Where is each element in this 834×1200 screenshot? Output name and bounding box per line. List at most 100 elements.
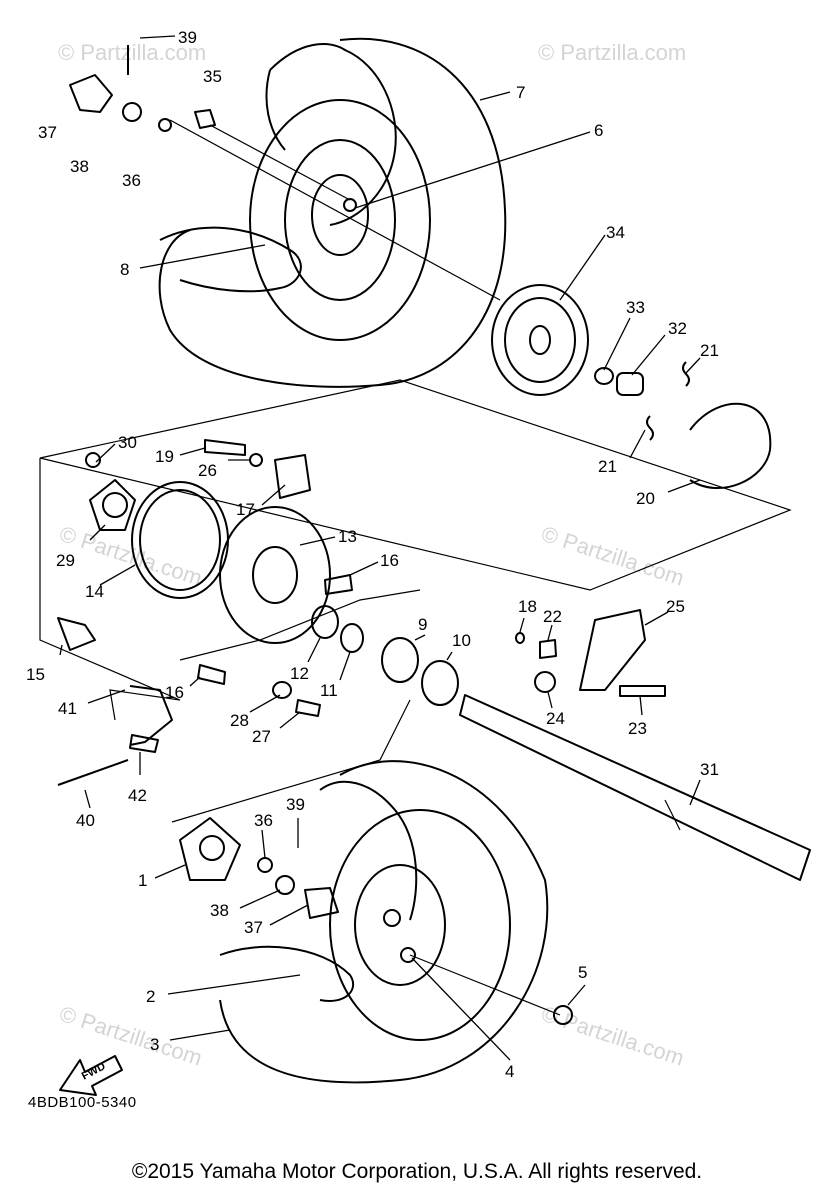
callout-17: 17 (236, 500, 255, 519)
callout-39-lower: 39 (286, 795, 305, 814)
callout-30: 30 (118, 433, 137, 452)
callout-31: 31 (700, 760, 719, 779)
lower-tire-3 (219, 760, 549, 1084)
callout-5: 5 (578, 963, 587, 982)
callout-37-lower: 37 (244, 918, 263, 937)
callout-12: 12 (290, 664, 309, 683)
watermark-mid-right: © Partzilla.com (538, 521, 687, 591)
bolt-23 (619, 685, 666, 697)
seal-11 (340, 623, 364, 653)
callout-9: 9 (418, 615, 427, 634)
plate-29-hole (102, 492, 128, 518)
copyright-notice: ©2015 Yamaha Motor Corporation, U.S.A. A… (131, 1160, 703, 1183)
stud-4 (400, 947, 416, 963)
brake-drum-34 (491, 284, 589, 396)
callout-15: 15 (26, 665, 45, 684)
collar-35 (194, 109, 216, 129)
watermark-top-right: © Partzilla.com (538, 40, 686, 65)
callout-2: 2 (146, 987, 155, 1006)
callout-22: 22 (543, 607, 562, 626)
rod-41 (129, 685, 173, 746)
callout-10: 10 (452, 631, 471, 650)
callout-29: 29 (56, 551, 75, 570)
nut-38-lower (275, 875, 295, 895)
bolt-16-lower (197, 664, 226, 685)
bolt-16-upper (324, 574, 353, 595)
o-ring-33 (594, 367, 614, 385)
plate-22 (539, 639, 557, 659)
callout-37-upper: 37 (38, 123, 57, 142)
callout-27: 27 (252, 727, 271, 746)
seal-10 (421, 660, 459, 706)
callout-34: 34 (606, 223, 625, 242)
spring-21-lower (646, 415, 654, 441)
axle-spline-mark (664, 799, 681, 831)
callout-39-upper: 39 (178, 28, 197, 47)
washer-36-lower (257, 857, 273, 873)
brake-drum-center (529, 325, 551, 355)
callout-35: 35 (203, 67, 222, 86)
watermark-mid-left: © Partzilla.com (56, 521, 205, 591)
watermark-bottom-right: © Partzilla.com (538, 1001, 687, 1071)
clamp-42 (129, 734, 159, 753)
fwd-arrow: FWD (59, 1055, 123, 1096)
clip-18 (515, 632, 525, 644)
callout-28: 28 (230, 711, 249, 730)
hub-1-center (199, 835, 225, 861)
upper-stud-line (209, 124, 351, 201)
brake-drum-inner (504, 297, 576, 383)
nut-38-upper (122, 102, 142, 122)
bolt-19 (204, 439, 246, 456)
callout-11: 11 (320, 681, 338, 700)
callout-4: 4 (505, 1062, 514, 1081)
upper-tire-cutaway (269, 43, 397, 226)
plate-29 (89, 479, 136, 531)
lower-wheel-center (383, 909, 401, 927)
callout-6: 6 (594, 121, 603, 140)
callout-20: 20 (636, 489, 655, 508)
hub-1 (179, 817, 241, 881)
callout-1: 1 (138, 871, 147, 890)
caliper-15 (57, 617, 96, 651)
brake-shoe-20 (689, 402, 772, 490)
callout-36-lower: 36 (254, 811, 273, 830)
upper-wheel-assembly (158, 37, 507, 388)
axle-shaft (459, 694, 811, 881)
callout-3: 3 (150, 1035, 159, 1054)
upper-tire-lower-lip (159, 226, 302, 293)
lower-tire-lip-2 (219, 945, 355, 1002)
caliper-group-outline (39, 458, 181, 721)
callout-26: 26 (198, 461, 217, 480)
watermark-top-left: © Partzilla.com (58, 40, 206, 65)
lower-tire-cutaway (319, 780, 418, 921)
callout-16-upper: 16 (380, 551, 399, 570)
callout-38-lower: 38 (210, 901, 229, 920)
upper-axle-line (169, 119, 501, 301)
upper-wheel-inner (284, 139, 396, 301)
drawing-code: 4BDB100-5340 (28, 1094, 137, 1111)
fwd-arrow-shape (59, 1055, 123, 1096)
cap-37-upper (69, 74, 113, 113)
lower-wheel-inner (354, 864, 446, 986)
callout-24: 24 (546, 709, 565, 728)
bearing-9 (381, 637, 419, 683)
callout-19: 19 (155, 447, 174, 466)
upper-tire-7 (158, 37, 507, 388)
bolt-30 (85, 452, 101, 468)
brake-group-outline (39, 379, 792, 591)
pin-40 (57, 759, 129, 786)
callout-42: 42 (128, 786, 147, 805)
parts-diagram: © Partzilla.com © Partzilla.com © Partzi… (26, 28, 811, 1096)
hub-group-outline (171, 699, 411, 823)
bracket-17 (274, 454, 311, 499)
bearing-group-outline (179, 589, 421, 661)
upper-tire-bead (265, 69, 286, 151)
callout-32: 32 (668, 319, 687, 338)
upper-wheel-hub (311, 174, 369, 256)
brake-disc-13 (219, 506, 331, 644)
callout-21-upper: 21 (700, 341, 719, 360)
bracket-25 (579, 609, 646, 691)
washer-36-upper (158, 118, 172, 132)
nut-5 (553, 1005, 573, 1025)
callout-14: 14 (85, 582, 104, 601)
